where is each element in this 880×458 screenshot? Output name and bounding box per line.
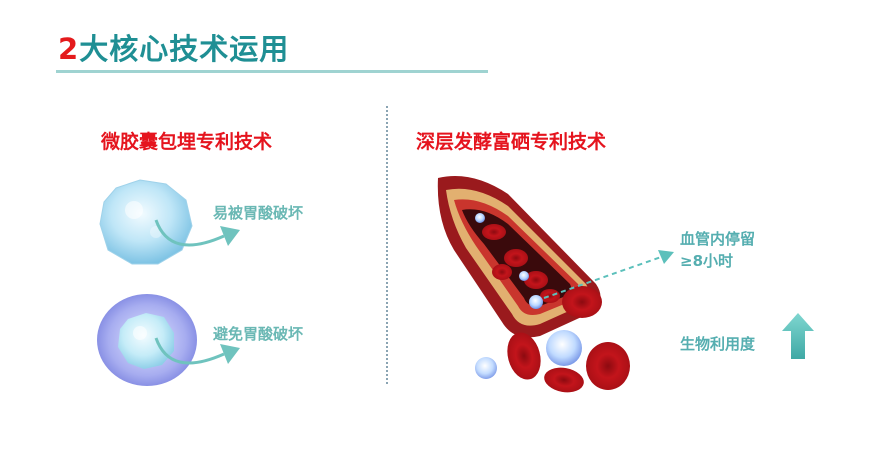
pointer-arrow-icon: [543, 250, 674, 299]
section-divider: [386, 106, 388, 384]
page-title-number: 2: [58, 32, 80, 66]
curved-arrow-icon: [154, 219, 240, 247]
blood-vessel-image: [437, 176, 630, 393]
curved-arrow-icon: [154, 337, 240, 365]
page-title: 2大核心技术运用: [58, 26, 289, 68]
page-title-text: 大核心技术运用: [79, 32, 290, 66]
title-underline: [56, 70, 488, 73]
bioavailability-label: 生物利用度: [680, 335, 756, 353]
item2-label: 避免胃酸破坏: [213, 325, 304, 343]
left-section-title: 微胶囊包埋专利技术: [101, 131, 273, 153]
retention-label-line1: 血管内停留: [680, 230, 756, 248]
item1-label: 易被胃酸破坏: [213, 204, 304, 222]
right-section-title: 深层发酵富硒专利技术: [416, 131, 607, 153]
encapsulated-particle-image: [97, 294, 197, 386]
up-arrow-icon: [782, 313, 814, 359]
retention-label-line2: ≥8小时: [680, 252, 734, 270]
